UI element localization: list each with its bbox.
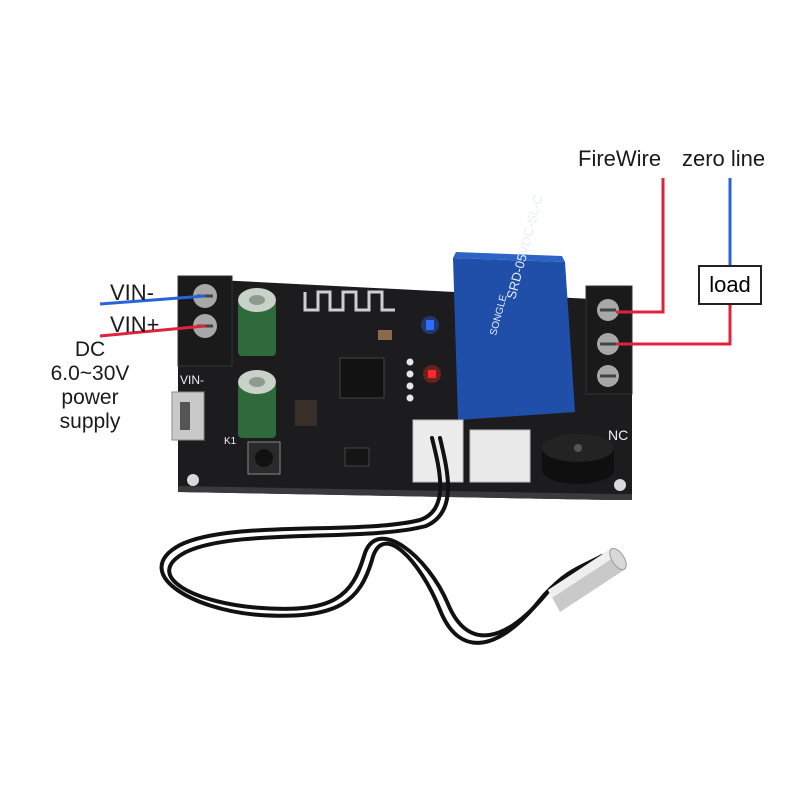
antenna-trace <box>303 290 395 312</box>
vin-plus-wire <box>99 324 206 338</box>
power-supply-label: DC 6.0~30V power supply <box>50 338 130 433</box>
inductor <box>295 400 317 426</box>
regulator-chip <box>344 447 370 467</box>
smd-component <box>378 330 392 340</box>
silk-nc: NC <box>608 427 628 443</box>
load-wire <box>616 305 732 346</box>
mount-hole-icon <box>187 474 199 486</box>
silk-vin-minus: VIN- <box>180 373 204 387</box>
zero-line-label: zero line <box>682 146 766 171</box>
buzzer <box>542 434 614 484</box>
status-led-red <box>428 370 436 378</box>
temperature-probe <box>548 547 627 612</box>
mount-hole-icon <box>614 479 626 491</box>
power-terminal-block <box>177 275 233 367</box>
connector-socket <box>469 429 531 483</box>
pcb-board: SRD-05VDC-SL-C SONGLE VIN- K1 NC <box>171 193 633 500</box>
wiring <box>99 178 732 346</box>
sensor-cable <box>159 436 604 645</box>
mcu-chip <box>339 357 385 399</box>
relay: SRD-05VDC-SL-C SONGLE <box>453 193 575 420</box>
vin-plus-label: VIN+ <box>110 312 160 337</box>
capacitor <box>238 288 276 356</box>
firewire-label: FireWire <box>578 146 662 171</box>
vin-minus-label: VIN- <box>110 280 154 305</box>
vin-minus-wire <box>99 294 206 306</box>
capacitor <box>238 370 276 438</box>
firewire-wire <box>616 178 665 314</box>
silk-k1: K1 <box>224 436 237 447</box>
relay-terminal-block <box>585 285 633 395</box>
load-label: load <box>709 272 751 297</box>
status-led-blue <box>426 320 434 330</box>
load-box: load <box>698 265 762 305</box>
